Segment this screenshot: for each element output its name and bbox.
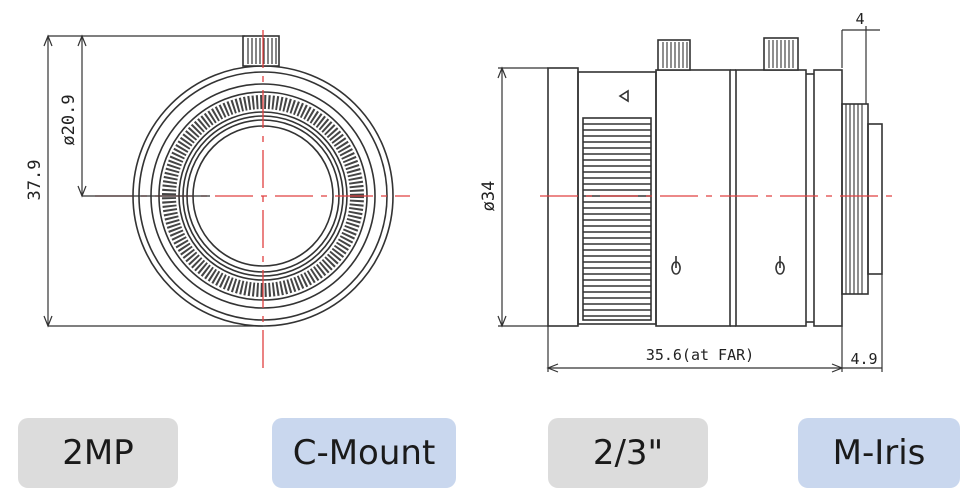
side-mid-barrel (655, 69, 731, 327)
badge-sensor-format: 2/3" (548, 418, 708, 488)
lens-technical-drawing: 37.9 ø20.9 (25, 10, 892, 373)
side-length-label: 35.6(at FAR) (646, 346, 754, 364)
side-mount-flange (867, 123, 883, 275)
front-lock-screw (242, 35, 280, 67)
side-view (547, 37, 883, 327)
side-arrow-mark (618, 89, 629, 103)
badge-iris-label: M-Iris (832, 433, 926, 473)
badge-resolution: 2MP (18, 418, 178, 488)
side-flange-label: 4.9 (850, 350, 877, 368)
side-mount-width-label: 4 (855, 10, 864, 28)
side-dimensions (497, 26, 883, 373)
badge-mount: C-Mount (272, 418, 456, 488)
badge-resolution-label: 2MP (62, 433, 134, 473)
side-iris-barrel (735, 69, 807, 327)
front-outer-height-label: 37.9 (25, 160, 45, 201)
side-rear-barrel (813, 69, 843, 327)
front-centerlines (95, 30, 410, 370)
side-mount-thread-lines (845, 104, 863, 294)
badge-sensor-format-label: 2/3" (592, 433, 664, 473)
side-index-mark-2 (775, 256, 785, 275)
side-index-mark-1 (671, 256, 681, 275)
front-dimensions (43, 34, 263, 328)
badge-iris: M-Iris (798, 418, 960, 488)
badge-mount-label: C-Mount (292, 433, 436, 473)
front-inner-diameter-label: ø20.9 (59, 94, 79, 145)
side-diameter-label: ø34 (479, 181, 499, 212)
side-front-cap (547, 67, 579, 327)
front-lock-screw-knurl (247, 38, 277, 64)
side-focus-knurl-lines (583, 123, 651, 317)
